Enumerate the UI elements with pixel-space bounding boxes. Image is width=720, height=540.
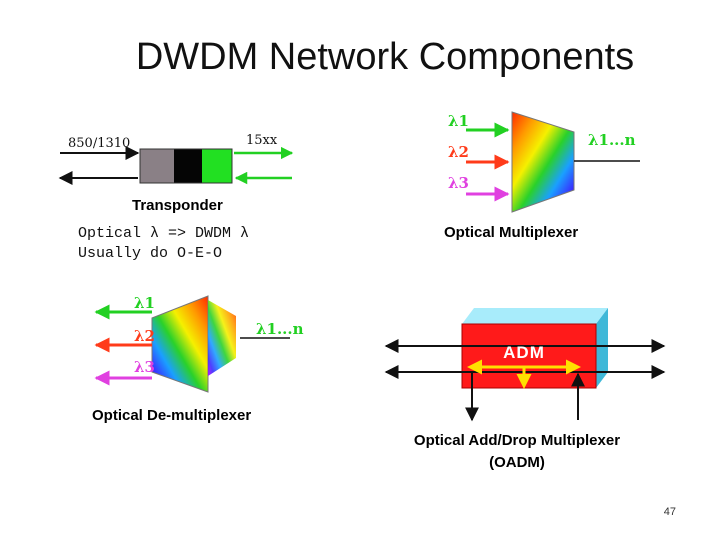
mux-output-label: λ1...n [588, 131, 636, 149]
transponder-note-line2: Usually do O-E-O [78, 245, 223, 262]
mux-lambda1-label: λ1 [448, 112, 469, 130]
adm-box-label: ADM [503, 343, 545, 362]
oadm-device [384, 308, 666, 422]
demux-lambda2-label: λ2 [134, 327, 155, 345]
multiplexer-device [466, 111, 640, 213]
mux-lambda3-label: λ3 [448, 174, 469, 192]
demultiplexer-device [94, 295, 290, 393]
oadm-title-line2: (OADM) [489, 454, 545, 471]
transponder-note-line1: Optical λ => DWDM λ [78, 225, 250, 242]
multiplexer-title: Optical Multiplexer [444, 224, 579, 241]
transponder-output-label: 15xx [246, 133, 278, 148]
page-title: DWDM Network Components [135, 36, 635, 78]
demultiplexer-title: Optical De-multiplexer [92, 407, 252, 424]
page-number: 47 [663, 506, 676, 518]
oadm-title-line1: Optical Add/Drop Multiplexer [413, 432, 621, 449]
demux-lambda1-label: λ1 [134, 294, 155, 312]
transponder-title: Transponder [132, 197, 223, 214]
mux-lambda2-label: λ2 [448, 143, 469, 161]
transponder-input-label: 850/1310 [68, 136, 131, 151]
demux-input-label: λ1...n [256, 320, 304, 338]
demux-lambda3-label: λ3 [134, 358, 155, 376]
transponder-device [58, 146, 294, 185]
